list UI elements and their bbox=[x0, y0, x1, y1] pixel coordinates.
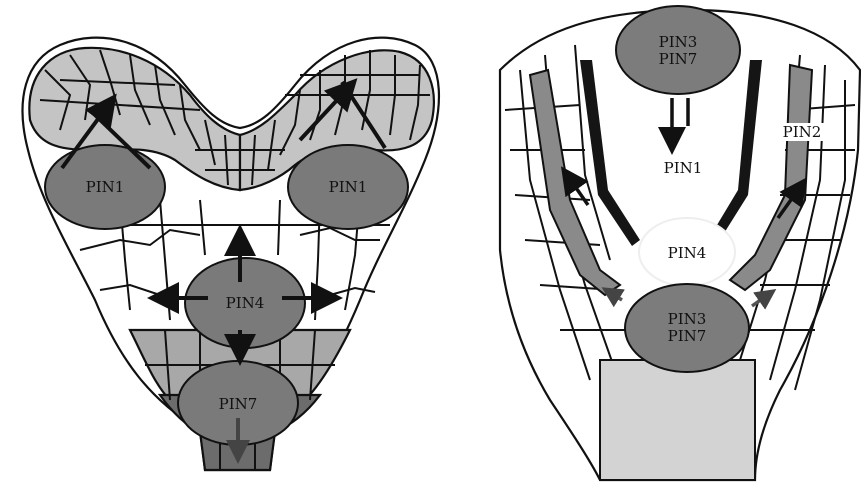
pin4-label: PIN4 bbox=[226, 294, 265, 312]
pin2-label: PIN2 bbox=[783, 123, 822, 141]
pin4-root-label: PIN4 bbox=[668, 244, 707, 262]
pin1-left-label: PIN1 bbox=[86, 178, 125, 196]
pin1-right-label: PIN1 bbox=[329, 178, 368, 196]
pin7-top-label: PIN7 bbox=[659, 50, 698, 68]
pin1-root-label: PIN1 bbox=[664, 159, 703, 177]
pin7-label: PIN7 bbox=[219, 395, 258, 413]
pin7-bottom-label: PIN7 bbox=[668, 327, 707, 345]
pin3-bottom-label: PIN3 bbox=[668, 310, 707, 328]
pin3-top-label: PIN3 bbox=[659, 33, 698, 51]
root-tip-diagram: PIN3 PIN7 PIN1 PIN2 PIN4 PIN3 PIN7 bbox=[500, 6, 860, 480]
columella-tissue bbox=[600, 360, 755, 480]
embryo-diagram: PIN1 PIN1 PIN4 PIN7 bbox=[23, 38, 439, 470]
